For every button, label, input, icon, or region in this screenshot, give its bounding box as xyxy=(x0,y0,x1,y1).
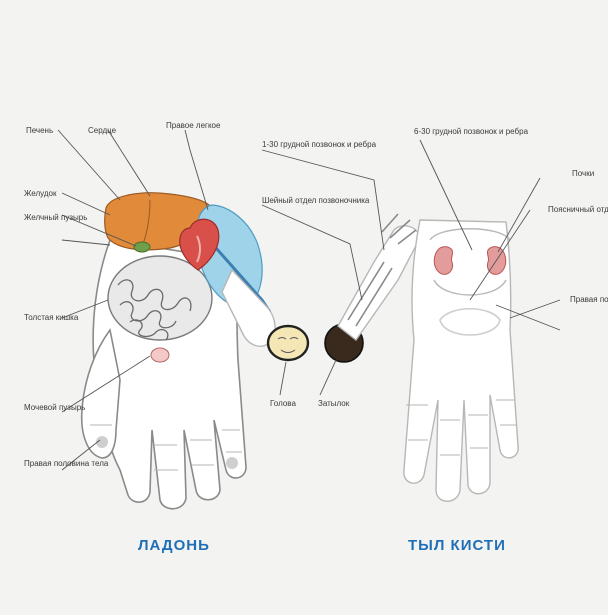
label-bladder: Мочевой пузырь xyxy=(24,403,85,412)
back-of-hand-figure xyxy=(404,220,518,501)
label-kidneys: Почки xyxy=(572,169,594,178)
label-heart: Сердце xyxy=(88,126,117,135)
label-right-half-body-palm: Правая половина тела xyxy=(24,459,109,468)
label-thoracic-vertebra-6: 6-30 грудной позвонок и ребра xyxy=(414,127,529,136)
label-right-half-body-back: Правая половина тела xyxy=(570,295,608,304)
palm-figure xyxy=(82,193,270,509)
caption-back-of-hand: ТЫЛ КИСТИ xyxy=(408,537,506,554)
caption-palm: ЛАДОНЬ xyxy=(138,537,210,554)
label-thoracic-vertebra-1: 1-30 грудной позвонок и ребра xyxy=(262,140,377,149)
label-liver: Печень xyxy=(26,126,53,135)
label-cervical-spine: Шейный отдел позвоночника xyxy=(262,196,370,205)
finger-right xyxy=(338,226,420,340)
label-occiput: Затылок xyxy=(318,399,350,408)
label-colon: Толстая кишка xyxy=(24,313,79,322)
label-lumbar-spine: Поясничный отдел позвоночника xyxy=(548,205,608,214)
label-gallbladder: Желчный пузырь xyxy=(24,213,87,222)
label-right-lung: Правое легкое xyxy=(166,121,221,130)
label-stomach: Желудок xyxy=(24,189,57,198)
kidney-left xyxy=(434,247,452,275)
head-organ xyxy=(268,326,308,360)
bladder-organ xyxy=(151,348,169,362)
gallbladder-organ xyxy=(134,242,150,252)
label-head: Голова xyxy=(270,399,296,408)
